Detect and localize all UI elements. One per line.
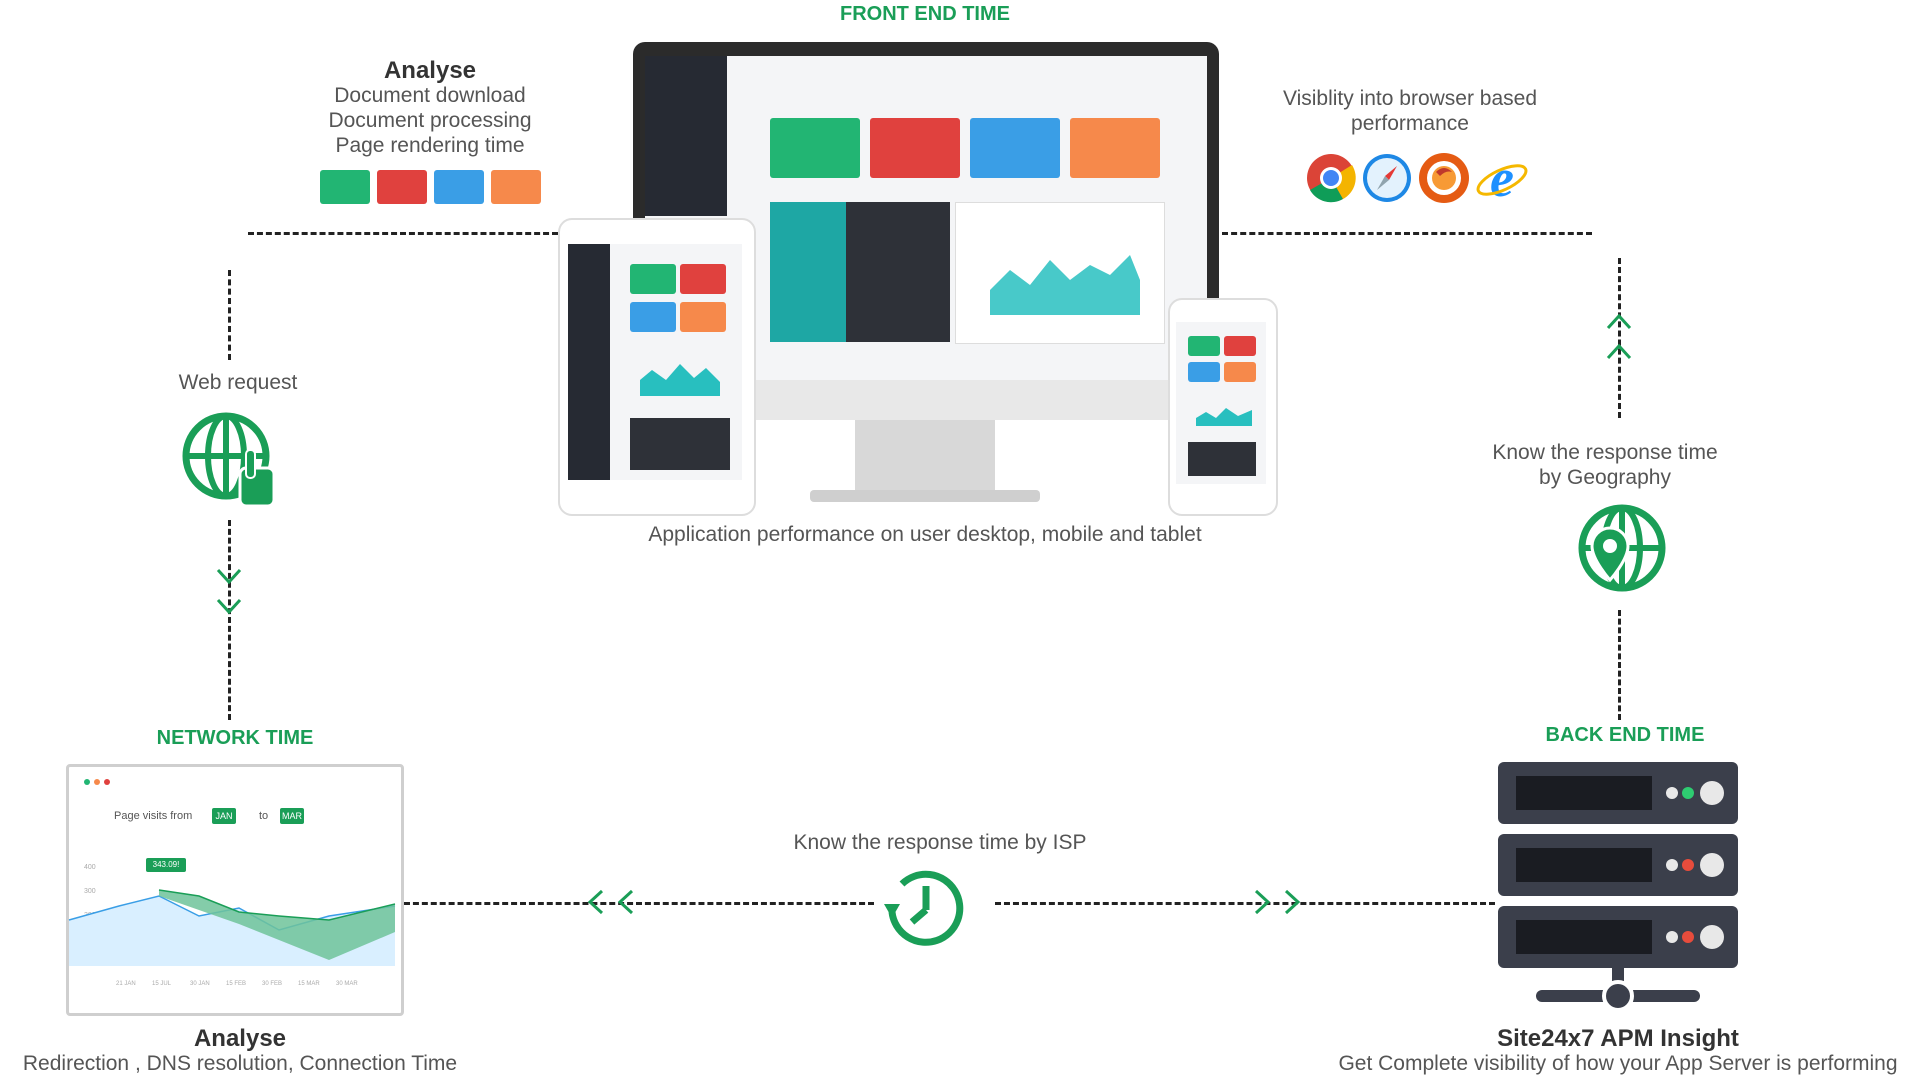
firefox-icon bbox=[1419, 153, 1469, 203]
svg-text:e: e bbox=[1490, 148, 1514, 208]
connector-bottom-right bbox=[995, 902, 1495, 905]
x-tick: 21 JAN bbox=[116, 981, 136, 987]
screen-area-chart bbox=[990, 255, 1140, 315]
x-tick: 30 JAN bbox=[190, 981, 210, 987]
mini-card-orange bbox=[491, 170, 541, 204]
tablet-card bbox=[630, 264, 676, 294]
front-end-title: FRONT END TIME bbox=[840, 3, 1010, 25]
connector-right-lower bbox=[1618, 610, 1621, 720]
analyse-top: Analyse Document download Document proce… bbox=[300, 58, 560, 158]
screen-quick-view bbox=[846, 202, 950, 342]
window-dot-red bbox=[104, 779, 110, 785]
phone-card bbox=[1224, 362, 1256, 382]
connector-bottom-left bbox=[404, 902, 874, 905]
chrome-icon bbox=[1307, 154, 1356, 203]
web-request-label: Web request bbox=[178, 371, 298, 394]
ie-icon: e bbox=[1476, 148, 1528, 208]
mini-card-red bbox=[377, 170, 427, 204]
x-tick: 30 FEB bbox=[262, 981, 283, 987]
y-tick: 400 bbox=[84, 864, 96, 871]
phone-area-chart bbox=[1196, 408, 1252, 426]
analyse-top-heading: Analyse bbox=[383, 57, 477, 84]
analyse-top-line: Document processing bbox=[328, 109, 532, 132]
connector-left-upper bbox=[228, 270, 231, 360]
window-dot-orange bbox=[94, 779, 100, 785]
monitor-neck bbox=[855, 420, 995, 490]
to-label: to bbox=[259, 810, 269, 822]
arrow-down-icon bbox=[216, 568, 242, 615]
mini-card-green bbox=[320, 170, 370, 204]
tablet-sidebar bbox=[568, 244, 610, 480]
network-chart-card bbox=[66, 764, 404, 1016]
arrow-right-icon bbox=[1254, 889, 1301, 915]
network-area-chart bbox=[68, 889, 396, 966]
analyse-bottom-heading: Analyse bbox=[193, 1025, 287, 1052]
dash-card-blue bbox=[970, 118, 1060, 178]
connector-right-upper bbox=[1618, 258, 1621, 418]
analyse-top-line: Page rendering time bbox=[335, 134, 525, 157]
chart-filter-label: Page visits from bbox=[114, 810, 193, 822]
phone-card bbox=[1188, 362, 1220, 382]
isp-caption: Know the response time by ISP bbox=[793, 831, 1087, 854]
x-tick: 15 JUL bbox=[152, 981, 172, 987]
y-tick: 300 bbox=[84, 888, 96, 895]
tablet-dark-panel bbox=[630, 418, 730, 470]
tablet-card bbox=[680, 264, 726, 294]
back-end-title: BACK END TIME bbox=[1545, 724, 1705, 746]
geo-caption-line: by Geography bbox=[1539, 466, 1671, 489]
window-dot-green bbox=[84, 779, 90, 785]
dash-card-red bbox=[870, 118, 960, 178]
connector-top-right bbox=[1222, 232, 1592, 235]
apm-caption: Site24x7 APM Insight Get Complete visibi… bbox=[1326, 1026, 1910, 1076]
peak-badge: 343.09! bbox=[146, 858, 186, 872]
connector-left-lower bbox=[228, 520, 231, 720]
apm-heading: Site24x7 APM Insight bbox=[1497, 1025, 1739, 1052]
devices-caption: Application performance on user desktop,… bbox=[648, 523, 1202, 546]
phone-dark-panel bbox=[1188, 442, 1256, 476]
monitor-base bbox=[810, 490, 1040, 502]
browser-caption-line: performance bbox=[1351, 112, 1469, 135]
tablet-card bbox=[680, 302, 726, 332]
geo-caption-line: Know the response time bbox=[1492, 441, 1718, 464]
screen-list-panel bbox=[770, 202, 846, 342]
arrow-up-icon bbox=[1606, 313, 1632, 360]
phone-card bbox=[1224, 336, 1256, 356]
x-tick: 15 FEB bbox=[226, 981, 247, 987]
x-tick: 30 MAR bbox=[336, 981, 358, 987]
arrow-left-icon bbox=[587, 889, 634, 915]
tablet-card bbox=[630, 302, 676, 332]
server-icon bbox=[1498, 762, 1738, 1012]
x-tick: 15 MAR bbox=[298, 981, 320, 987]
analyse-bottom: Analyse Redirection , DNS resolution, Co… bbox=[0, 1026, 480, 1076]
from-select[interactable]: JAN bbox=[212, 808, 236, 824]
screen-sidebar bbox=[645, 56, 727, 216]
dash-card-orange bbox=[1070, 118, 1160, 178]
tablet-area-chart bbox=[640, 364, 720, 396]
clock-refresh-icon bbox=[884, 870, 964, 946]
analyse-bottom-line: Redirection , DNS resolution, Connection… bbox=[22, 1052, 458, 1075]
apm-line: Get Complete visibility of how your App … bbox=[1338, 1052, 1898, 1075]
connector-top-left bbox=[248, 232, 558, 235]
analyse-top-line: Document download bbox=[334, 84, 526, 107]
geo-caption: Know the response time by Geography bbox=[1455, 440, 1755, 490]
phone-card bbox=[1188, 336, 1220, 356]
globe-pin-icon bbox=[1578, 504, 1666, 592]
safari-icon bbox=[1363, 154, 1411, 202]
browser-caption: Visiblity into browser based performance bbox=[1260, 86, 1560, 136]
network-title: NETWORK TIME bbox=[156, 727, 314, 749]
to-select[interactable]: MAR bbox=[280, 808, 304, 824]
globe-hand-icon bbox=[182, 412, 276, 508]
dash-card-green bbox=[770, 118, 860, 178]
mini-card-blue bbox=[434, 170, 484, 204]
browser-caption-line: Visiblity into browser based bbox=[1282, 87, 1538, 110]
